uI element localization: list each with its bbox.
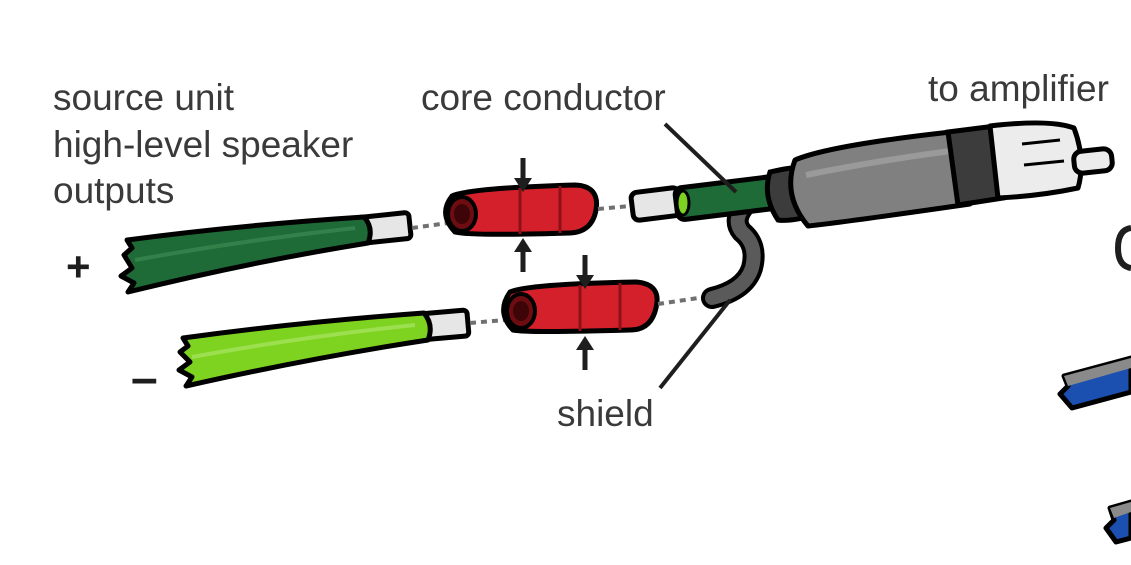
positive-dashed-link xyxy=(411,221,449,230)
rca-plug xyxy=(764,120,1115,229)
positive-wire xyxy=(118,210,414,295)
negative-dashed-link xyxy=(469,318,506,325)
negative-wire xyxy=(176,307,472,389)
core-conductor-pointer xyxy=(663,122,738,194)
label-source-unit-line1: source unit xyxy=(53,77,235,118)
label-shield: shield xyxy=(557,393,654,434)
butt-connector-negative xyxy=(501,279,660,334)
minus-sign: – xyxy=(131,352,158,405)
crimp-arrows-negative xyxy=(576,255,594,370)
shield-dashed-link xyxy=(657,295,706,306)
label-to-amplifier: to amplifier xyxy=(928,68,1109,109)
core-conductor-wire xyxy=(628,174,784,223)
core-dashed-link xyxy=(597,204,631,211)
negative-wire-insulation xyxy=(176,310,433,389)
partial-cut-glyph xyxy=(1114,225,1131,271)
partial-cable-upper xyxy=(1057,355,1131,411)
label-core-conductor: core conductor xyxy=(421,77,666,118)
plus-sign: + xyxy=(66,243,91,290)
label-source-unit-line2: high-level speaker xyxy=(53,124,353,165)
crimp-arrows-positive xyxy=(514,158,532,272)
shield-pointer xyxy=(658,298,732,390)
label-source-unit-line3: outputs xyxy=(53,170,174,211)
partial-cable-lower xyxy=(1103,499,1131,545)
positive-wire-insulation xyxy=(118,214,373,295)
butt-connector-positive xyxy=(443,182,600,237)
